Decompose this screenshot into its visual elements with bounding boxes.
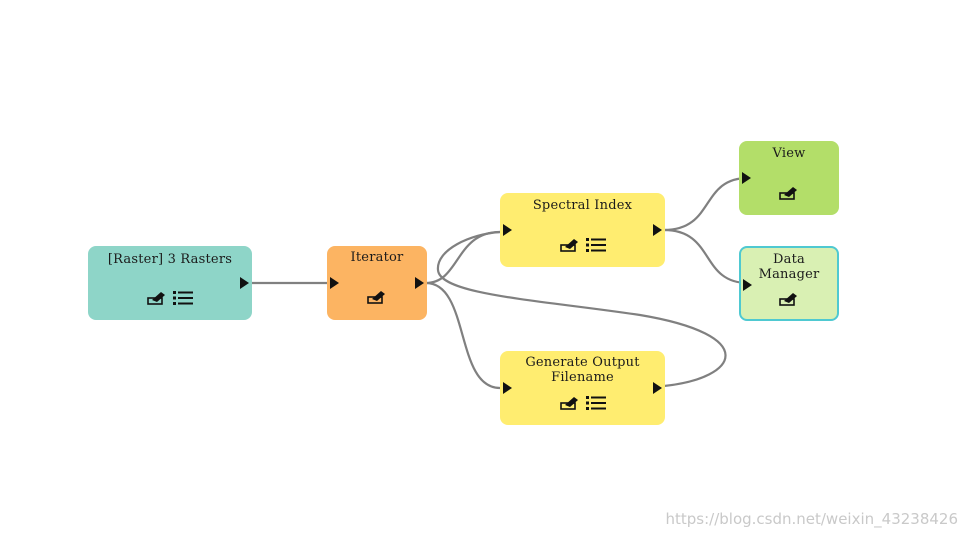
list-icon[interactable] xyxy=(585,395,606,415)
node-spectral-title: Spectral Index xyxy=(532,198,633,213)
node-view-title: View xyxy=(772,146,806,161)
edge-genout-to-datamgr xyxy=(436,230,727,388)
edit-icon[interactable] xyxy=(559,396,580,414)
edge-iterator-to-genout xyxy=(425,281,501,390)
node-iterator-title: Iterator xyxy=(350,250,404,265)
node-data-manager[interactable]: Data Manager xyxy=(739,246,839,321)
edit-icon[interactable] xyxy=(779,292,799,310)
list-icon[interactable] xyxy=(173,290,193,310)
node-genout-title: Generate Output Filename xyxy=(525,355,640,385)
edit-icon[interactable] xyxy=(147,291,167,309)
node-raster[interactable]: [Raster] 3 Rasters xyxy=(88,246,252,320)
edge-spectral-to-view xyxy=(663,176,749,232)
input-port[interactable] xyxy=(743,279,752,291)
node-spectral-index[interactable]: Spectral Index xyxy=(500,193,665,267)
edit-icon[interactable] xyxy=(779,186,799,204)
node-generate-output-filename[interactable]: Generate Output Filename xyxy=(500,351,665,425)
node-raster-title: [Raster] 3 Rasters xyxy=(107,252,233,267)
node-datamgr-title: Data Manager xyxy=(758,252,820,282)
input-port[interactable] xyxy=(330,277,339,289)
output-port[interactable] xyxy=(415,277,424,289)
edit-icon[interactable] xyxy=(367,290,387,308)
output-port[interactable] xyxy=(240,277,249,289)
input-port[interactable] xyxy=(503,224,512,236)
node-iterator[interactable]: Iterator xyxy=(327,246,427,320)
watermark: https://blog.csdn.net/weixin_43238426 xyxy=(665,510,958,528)
input-port[interactable] xyxy=(503,382,512,394)
edge-iterator-to-spectral xyxy=(425,230,501,285)
node-view[interactable]: View xyxy=(739,141,839,215)
output-port[interactable] xyxy=(653,382,662,394)
output-port[interactable] xyxy=(653,224,662,236)
input-port[interactable] xyxy=(742,172,751,184)
list-icon[interactable] xyxy=(585,237,606,257)
edit-icon[interactable] xyxy=(559,238,580,256)
edge-spectral-to-datamgr xyxy=(663,228,749,285)
